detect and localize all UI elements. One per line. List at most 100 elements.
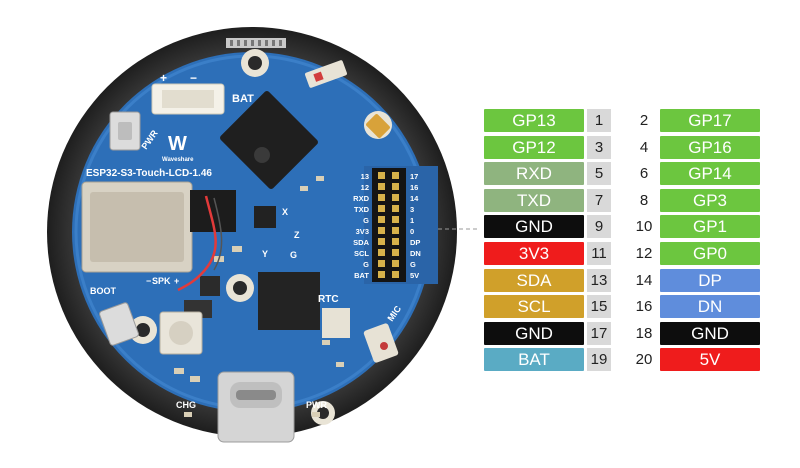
- pin-number: 13: [587, 269, 611, 292]
- header-left-label: SCL: [354, 249, 369, 258]
- pmic-chip: [258, 272, 320, 330]
- pin-label: TXD: [484, 189, 584, 212]
- pwr-bottom-label: PWR: [306, 400, 327, 410]
- header-pin: [378, 260, 385, 267]
- header-right-label: G: [410, 260, 416, 269]
- header-left-label: G: [363, 216, 369, 225]
- antenna-connector: [305, 60, 347, 88]
- header-right-label: DN: [410, 249, 421, 258]
- axis-y-label: Y: [262, 249, 268, 259]
- header-left-label: SDA: [353, 238, 369, 247]
- chg-label: CHG: [176, 400, 196, 410]
- pin-number: 11: [587, 242, 611, 265]
- pin-number: 9: [587, 215, 611, 238]
- pin-header: [372, 168, 406, 282]
- header-right-label: 0: [410, 227, 414, 236]
- pin-number: 2: [639, 112, 649, 129]
- pin-number: 6: [639, 165, 649, 182]
- axis-x-label: X: [282, 207, 288, 217]
- axis-z-label: Z: [294, 230, 300, 240]
- axis-g-label: G: [290, 250, 297, 260]
- boot-label: BOOT: [90, 286, 117, 296]
- pin-number: 20: [635, 351, 653, 368]
- header-pin: [378, 205, 385, 212]
- header-pin: [378, 172, 385, 179]
- waveshare-logo-icon: W: [168, 133, 187, 155]
- bat-plus-label: +: [160, 71, 167, 85]
- pin-number: 3: [587, 136, 611, 159]
- speaker-wire: [177, 195, 217, 292]
- spk-label: SPK: [152, 276, 171, 286]
- header-pin: [392, 205, 399, 212]
- pin-number: 4: [639, 139, 649, 156]
- pin-label: DP: [660, 269, 760, 292]
- pin-label: GP17: [660, 109, 760, 132]
- boot-button: [99, 302, 139, 346]
- pin-label: GP3: [660, 189, 760, 212]
- rtc-label: RTC: [318, 294, 339, 305]
- pin-label: 5V: [660, 348, 760, 371]
- header-left-label: TXD: [354, 205, 370, 214]
- header-pin: [378, 194, 385, 201]
- header-right-label: 1: [410, 216, 414, 225]
- pin-number: 10: [635, 218, 653, 235]
- header-pin: [378, 238, 385, 245]
- header-pin: [392, 271, 399, 278]
- header-right-label: DP: [410, 238, 420, 247]
- pin-label: 3V3: [484, 242, 584, 265]
- pin-label: BAT: [484, 348, 584, 371]
- pin-number: 19: [587, 348, 611, 371]
- pin-number: 12: [635, 245, 653, 262]
- spk-minus-label: −: [146, 276, 151, 286]
- pin-label: GND: [484, 322, 584, 345]
- header-right-label: 5V: [410, 271, 419, 280]
- pin-number: 8: [639, 192, 649, 209]
- top-connector: [226, 38, 286, 48]
- pin-label: GP1: [660, 215, 760, 238]
- pin-label: SDA: [484, 269, 584, 292]
- header-left-label: 3V3: [356, 227, 369, 236]
- pin-label: GP14: [660, 162, 760, 185]
- rtc-chip: [322, 308, 350, 338]
- pin-label: GND: [660, 322, 760, 345]
- microphone: [363, 323, 399, 363]
- header-pin: [392, 227, 399, 234]
- header-pin: [378, 183, 385, 190]
- header-pin: [378, 216, 385, 223]
- pin-number: 1: [587, 109, 611, 132]
- pin-label: GP16: [660, 136, 760, 159]
- bat-minus-label: −: [190, 71, 197, 85]
- header-pin: [392, 172, 399, 179]
- header-pin: [392, 183, 399, 190]
- model-label: ESP32-S3-Touch-LCD-1.46: [86, 168, 212, 179]
- ufl-connector: [366, 114, 390, 138]
- header-left-label: RXD: [353, 194, 369, 203]
- pin-label: GP13: [484, 109, 584, 132]
- pin-label: RXD: [484, 162, 584, 185]
- pin-label: GP0: [660, 242, 760, 265]
- header-pin: [392, 249, 399, 256]
- header-pin: [392, 260, 399, 267]
- pin-number: 14: [635, 272, 653, 289]
- esp32-s3-chip: [220, 91, 318, 189]
- header-left-label: G: [363, 260, 369, 269]
- pin-label: DN: [660, 295, 760, 318]
- pin-number: 18: [635, 325, 653, 342]
- pin-number: 16: [635, 298, 653, 315]
- pin-label: GP12: [484, 136, 584, 159]
- header-left-label: BAT: [354, 271, 369, 280]
- header-pin: [378, 271, 385, 278]
- brand-label: Waveshare: [162, 157, 194, 163]
- header-right-label: 14: [410, 194, 419, 203]
- header-pin: [378, 249, 385, 256]
- pin-number: 5: [587, 162, 611, 185]
- sensor-chip: [254, 206, 276, 228]
- pin-number: 7: [587, 189, 611, 212]
- pin-number: 17: [587, 322, 611, 345]
- header-right-label: 3: [410, 205, 414, 214]
- header-left-label: 13: [361, 172, 369, 181]
- pin-label: SCL: [484, 295, 584, 318]
- header-pin: [392, 216, 399, 223]
- header-pin: [392, 194, 399, 201]
